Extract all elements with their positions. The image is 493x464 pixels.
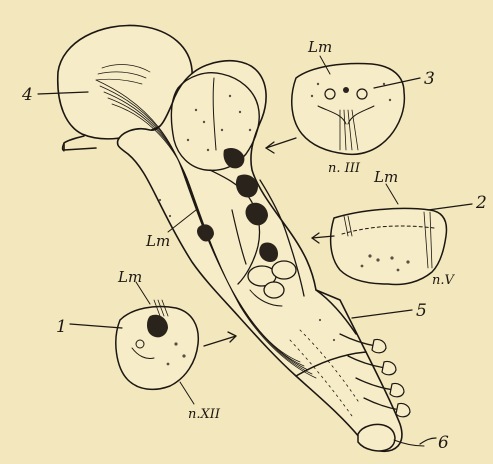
section-3: [292, 56, 420, 154]
section-2: [331, 184, 472, 285]
label-nerve-iii: n. III: [328, 161, 361, 176]
label-lm-section-2: Lm: [373, 168, 398, 186]
label-3: 3: [424, 69, 435, 89]
label-2: 2: [475, 193, 487, 213]
label-5: 5: [416, 301, 427, 321]
label-4: 4: [21, 85, 33, 105]
label-1: 1: [56, 317, 67, 337]
label-6: 6: [438, 433, 449, 453]
label-lm-section-3: Lm: [307, 38, 332, 56]
label-lm-stem: Lm: [145, 232, 170, 250]
label-nerve-xii: n.XII: [188, 407, 221, 422]
label-lm-section-1: Lm: [117, 268, 142, 286]
section-1: [70, 282, 198, 404]
label-nerve-v: n.V: [432, 273, 456, 288]
